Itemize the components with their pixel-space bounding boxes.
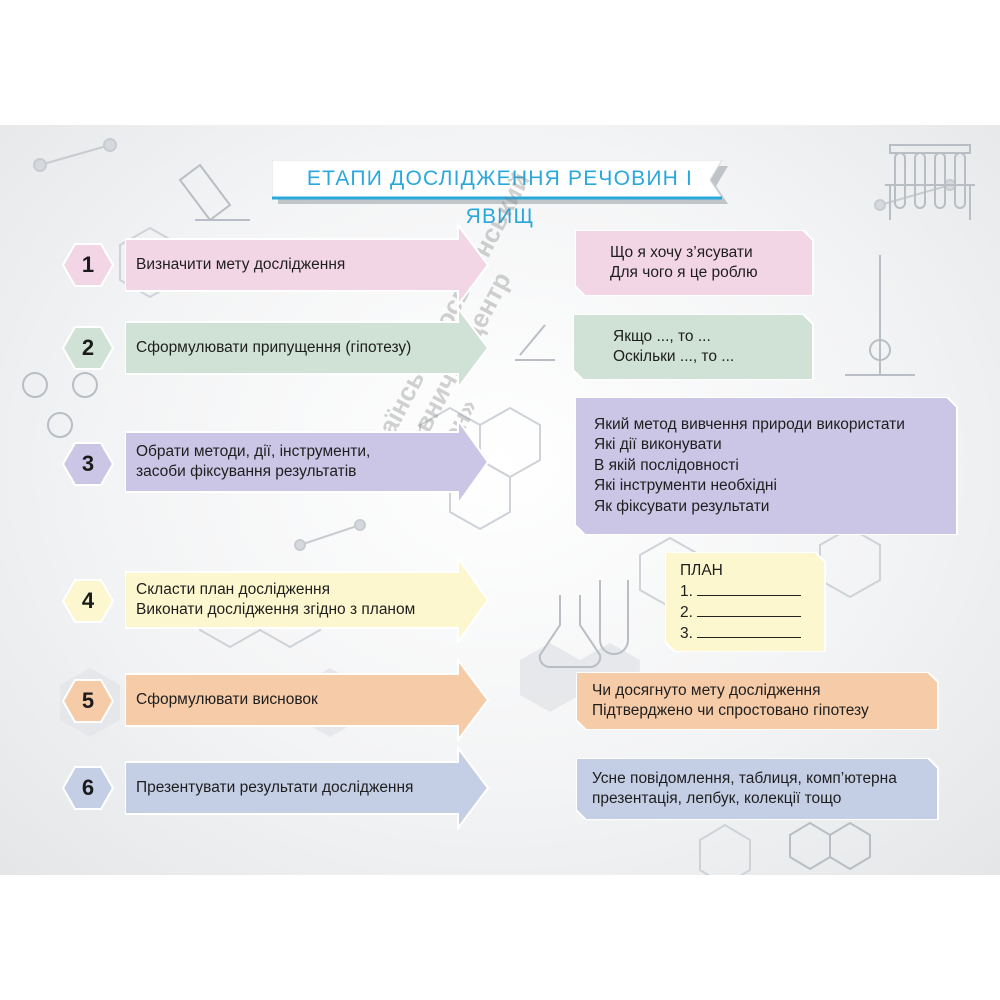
step-number-badge: 3 — [62, 441, 114, 487]
step-detail-line: Які інструменти необхідні — [594, 477, 777, 495]
step-number: 4 — [81, 588, 95, 613]
step-detail-line: Підтверджено чи спростовано гіпотезу — [592, 702, 869, 719]
step-action-line: Визначити мету дослідження — [136, 256, 346, 273]
step-action-line: Сформулювати припущення (гіпотезу) — [136, 339, 412, 356]
title-banner: ЕТАПИ ДОСЛІДЖЕННЯ РЕЧОВИН І ЯВИЩ — [272, 160, 728, 228]
plan-item: 1. — [680, 581, 825, 602]
step-detail-line: Оскільки ..., то ... — [613, 348, 735, 365]
step-detail-line: презентація, лепбук, колекції тощо — [592, 790, 842, 807]
step-number: 6 — [81, 775, 95, 800]
step-number: 5 — [81, 688, 95, 713]
step-number-badge: 1 — [62, 242, 114, 288]
step-number: 1 — [81, 252, 95, 277]
step-detail-line: В якій послідовності — [594, 456, 739, 474]
step-detail-card: Якщо ..., то ... Оскільки ..., то ... — [573, 314, 815, 380]
step-detail-line: Для чого я це роблю — [610, 264, 758, 281]
step-number-badge: 6 — [62, 765, 114, 811]
step-action-arrow: Сформулювати припущення (гіпотезу) — [125, 306, 490, 390]
step-detail-line: Які дії виконувати — [594, 436, 722, 454]
step-action-arrow: Сформулювати висновок — [125, 658, 490, 742]
step-action-arrow: Презентувати результати дослідження — [125, 746, 490, 830]
step-detail-card: Чи досягнуто мету дослідження Підтвердже… — [576, 672, 940, 730]
step-detail-card: Який метод вивчення природи використати … — [575, 397, 959, 535]
step-action-line: Обрати методи, дії, інструменти, — [136, 443, 371, 460]
step-number-badge: 4 — [62, 578, 114, 624]
step-number-badge: 5 — [62, 678, 114, 724]
step-detail-card: Усне повідомлення, таблиця, комп’ютерна … — [576, 758, 940, 820]
plan-item: 2. — [680, 602, 825, 623]
step-action-line: Виконати дослідження згідно з планом — [136, 601, 416, 618]
step-detail-line: Який метод вивчення природи використати — [594, 415, 905, 433]
step-detail-line: Як фіксувати результати — [594, 497, 770, 515]
step-action-arrow: Обрати методи, дії, інструменти, засоби … — [125, 420, 490, 504]
step-action-line: засоби фіксування результатів — [136, 463, 357, 480]
step-detail-card: Що я хочу з’ясувати Для чого я це роблю — [575, 230, 815, 296]
step-action-line: Сформулювати висновок — [136, 691, 318, 708]
step-detail-line: Чи досягнуто мету дослідження — [592, 681, 821, 699]
step-number: 2 — [81, 335, 95, 360]
page-title: ЕТАПИ ДОСЛІДЖЕННЯ РЕЧОВИН І ЯВИЩ — [306, 167, 694, 228]
step-detail-line: Якщо ..., то ... — [613, 327, 711, 345]
plan-card: ПЛАН 1. 2. 3. — [665, 552, 827, 652]
step-detail-line: Що я хочу з’ясувати — [610, 243, 753, 261]
step-number: 3 — [81, 451, 95, 476]
step-detail-line: Усне повідомлення, таблиця, комп’ютерна — [592, 769, 897, 787]
step-action-arrow: Скласти план дослідження Виконати дослід… — [125, 558, 490, 642]
step-number-badge: 2 — [62, 325, 114, 371]
plan-item: 3. — [680, 623, 825, 644]
step-action-arrow: Визначити мету дослідження — [125, 223, 490, 307]
plan-heading: ПЛАН — [680, 562, 723, 579]
step-action-line: Презентувати результати дослідження — [136, 779, 414, 796]
step-action-line: Скласти план дослідження — [136, 581, 330, 598]
